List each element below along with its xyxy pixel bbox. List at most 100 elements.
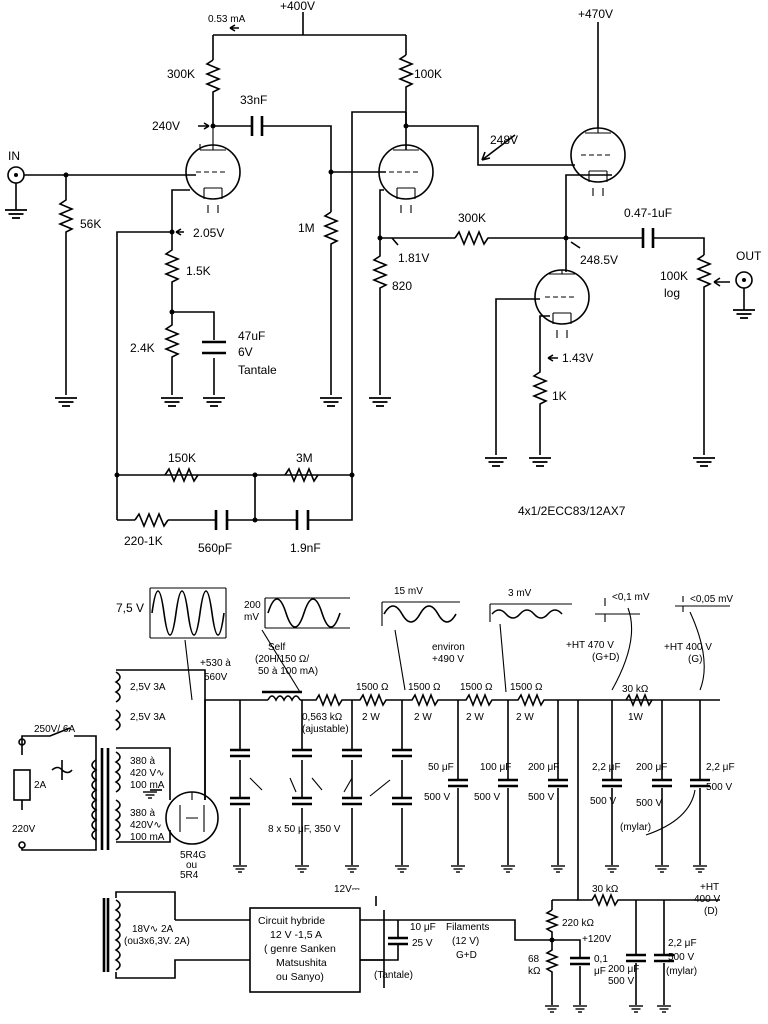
label-r-0563-2: (ajustable): [302, 724, 349, 735]
label-self-1: Self: [268, 642, 285, 653]
label-ht400d-2: 400 V: [694, 894, 720, 905]
label-r-0563-1: 0,563 kΩ: [302, 712, 343, 723]
label-env-1: environ: [432, 642, 465, 653]
label-v-530: +530 à: [200, 658, 231, 669]
label-r-30k-2: 30 kΩ: [592, 884, 619, 895]
label-v-143: 1.43V: [562, 351, 593, 365]
label-c200b-1: 200 μF: [636, 762, 667, 773]
label-r-220: 220-1K: [124, 534, 163, 548]
label-r-1k: 1K: [552, 389, 567, 403]
label-ripple-005: <0,05 mV: [690, 594, 733, 605]
label-rect-2: ou: [186, 860, 197, 871]
label-sec-380b-3: 100 mA: [130, 832, 165, 843]
label-c-19n: 1.9nF: [290, 541, 321, 555]
label-c100-2: 500 V: [474, 792, 500, 803]
label-c-47uf-type: Tantale: [238, 363, 277, 377]
label-v120: +120V: [582, 934, 612, 945]
label-hyb-4: Matsushita: [276, 957, 327, 969]
label-fil-2: (12 V): [452, 936, 479, 947]
label-c100-1: 100 μF: [480, 762, 511, 773]
label-v-560: 560V: [204, 672, 228, 683]
label-sec-380a-1: 380 à: [130, 756, 155, 767]
label-hyb-5: ou Sanyo): [276, 971, 324, 983]
label-fuse-2a: 2A: [34, 780, 47, 791]
label-sec-380b-2: 420V∿: [130, 820, 162, 831]
label-c-560: 560pF: [198, 541, 232, 555]
label-r-300k-mid: 300K: [458, 211, 486, 225]
label-v-181: 1.81V: [398, 251, 429, 265]
label-r-100k: 100K: [414, 67, 442, 81]
label-fil-3: G+D: [456, 950, 477, 961]
label-ht470-1: +HT 470 V: [566, 640, 614, 651]
label-r-1500-2: 1500 Ω: [408, 682, 441, 693]
label-c-047: 0.47-1uF: [624, 206, 672, 220]
label-c200c-2: 500 V: [608, 976, 634, 987]
label-w2-4: 2 W: [516, 712, 534, 723]
label-pot-log: log: [664, 286, 680, 300]
label-rect-3: 5R4: [180, 870, 199, 881]
label-r-1w: 1W: [628, 712, 644, 723]
label-c10-2: 25 V: [412, 938, 433, 949]
power-supply-schematic: [13, 587, 730, 1013]
label-r-30k-1: 30 kΩ: [622, 684, 649, 695]
label-r-24k: 2.4K: [130, 341, 155, 355]
label-wave-75: 7,5 V: [116, 601, 144, 615]
label-wave-3: 3 mV: [508, 588, 532, 599]
label-r-15k: 1.5K: [186, 264, 211, 278]
label-sec-380a-2: 420 V∿: [130, 768, 165, 779]
label-c01-1: 0,1: [594, 954, 608, 965]
label-c50-2: 500 V: [424, 792, 450, 803]
label-r-68k-2: kΩ: [528, 966, 541, 977]
label-c22c-2: 500 V: [668, 952, 694, 963]
label-self-2: (20H/150 Ω/: [255, 654, 309, 665]
label-current: 0.53 mA: [208, 14, 246, 25]
label-self-3: 50 à 100 mA): [258, 666, 318, 677]
label-r-56k: 56K: [80, 217, 101, 231]
label-r-150k: 150K: [168, 451, 196, 465]
label-tantale: (Tantale): [374, 970, 413, 981]
label-r-1500-1: 1500 Ω: [356, 682, 389, 693]
label-sec-25b: 2,5V 3A: [130, 712, 166, 723]
label-r-300k-top: 300K: [167, 67, 195, 81]
label-supply-470: +470V: [578, 7, 613, 21]
label-wave-200: 200: [244, 600, 261, 611]
label-c22a-2: 500 V: [590, 796, 616, 807]
label-r-68k-1: 68: [528, 954, 540, 965]
label-ht400d-3: (D): [704, 906, 718, 917]
label-input: IN: [8, 149, 20, 163]
label-wave-15: 15 mV: [394, 586, 423, 597]
label-c22c-1: 2,2 μF: [668, 938, 697, 949]
label-supply-400: +400V: [280, 0, 315, 13]
label-r-220k: 220 kΩ: [562, 918, 594, 929]
label-v-248: 248V: [490, 133, 518, 147]
label-v-2485: 248.5V: [580, 253, 618, 267]
label-w2-3: 2 W: [466, 712, 484, 723]
label-r-1m: 1M: [298, 221, 315, 235]
label-hyb-2: 12 V -1,5 A: [270, 929, 322, 941]
label-sec-18-1: 18V∿ 2A: [132, 924, 174, 935]
label-hyb-3: ( genre Sanken: [264, 943, 336, 955]
label-mylar-1: (mylar): [620, 822, 651, 833]
label-sec-380a-3: 100 mA: [130, 780, 165, 791]
label-sec-25a: 2,5V 3A: [130, 682, 166, 693]
label-c200b-2: 500 V: [636, 798, 662, 809]
label-w2-2: 2 W: [414, 712, 432, 723]
label-mains: 220V: [12, 824, 36, 835]
label-c200a-2: 500 V: [528, 792, 554, 803]
label-fuse-main: 250V/ 6A: [34, 724, 75, 735]
label-ht470-2: (G+D): [592, 652, 620, 663]
label-c-47uf-voltage: 6V: [238, 345, 253, 359]
label-c10-1: 10 μF: [410, 922, 436, 933]
label-r-820: 820: [392, 279, 412, 293]
label-w2-1: 2 W: [362, 712, 380, 723]
label-wave-200-unit: mV: [244, 612, 259, 623]
label-mylar-2: (mylar): [666, 966, 697, 977]
label-ht400-1: +HT 400 V: [664, 642, 712, 653]
label-c01-2: μF: [594, 966, 606, 977]
label-sec-380b-1: 380 à: [130, 808, 155, 819]
label-r-1500-4: 1500 Ω: [510, 682, 543, 693]
label-c22a-1: 2,2 μF: [592, 762, 621, 773]
label-fil-1: Filaments: [446, 922, 489, 933]
label-c50-1: 50 μF: [428, 762, 454, 773]
